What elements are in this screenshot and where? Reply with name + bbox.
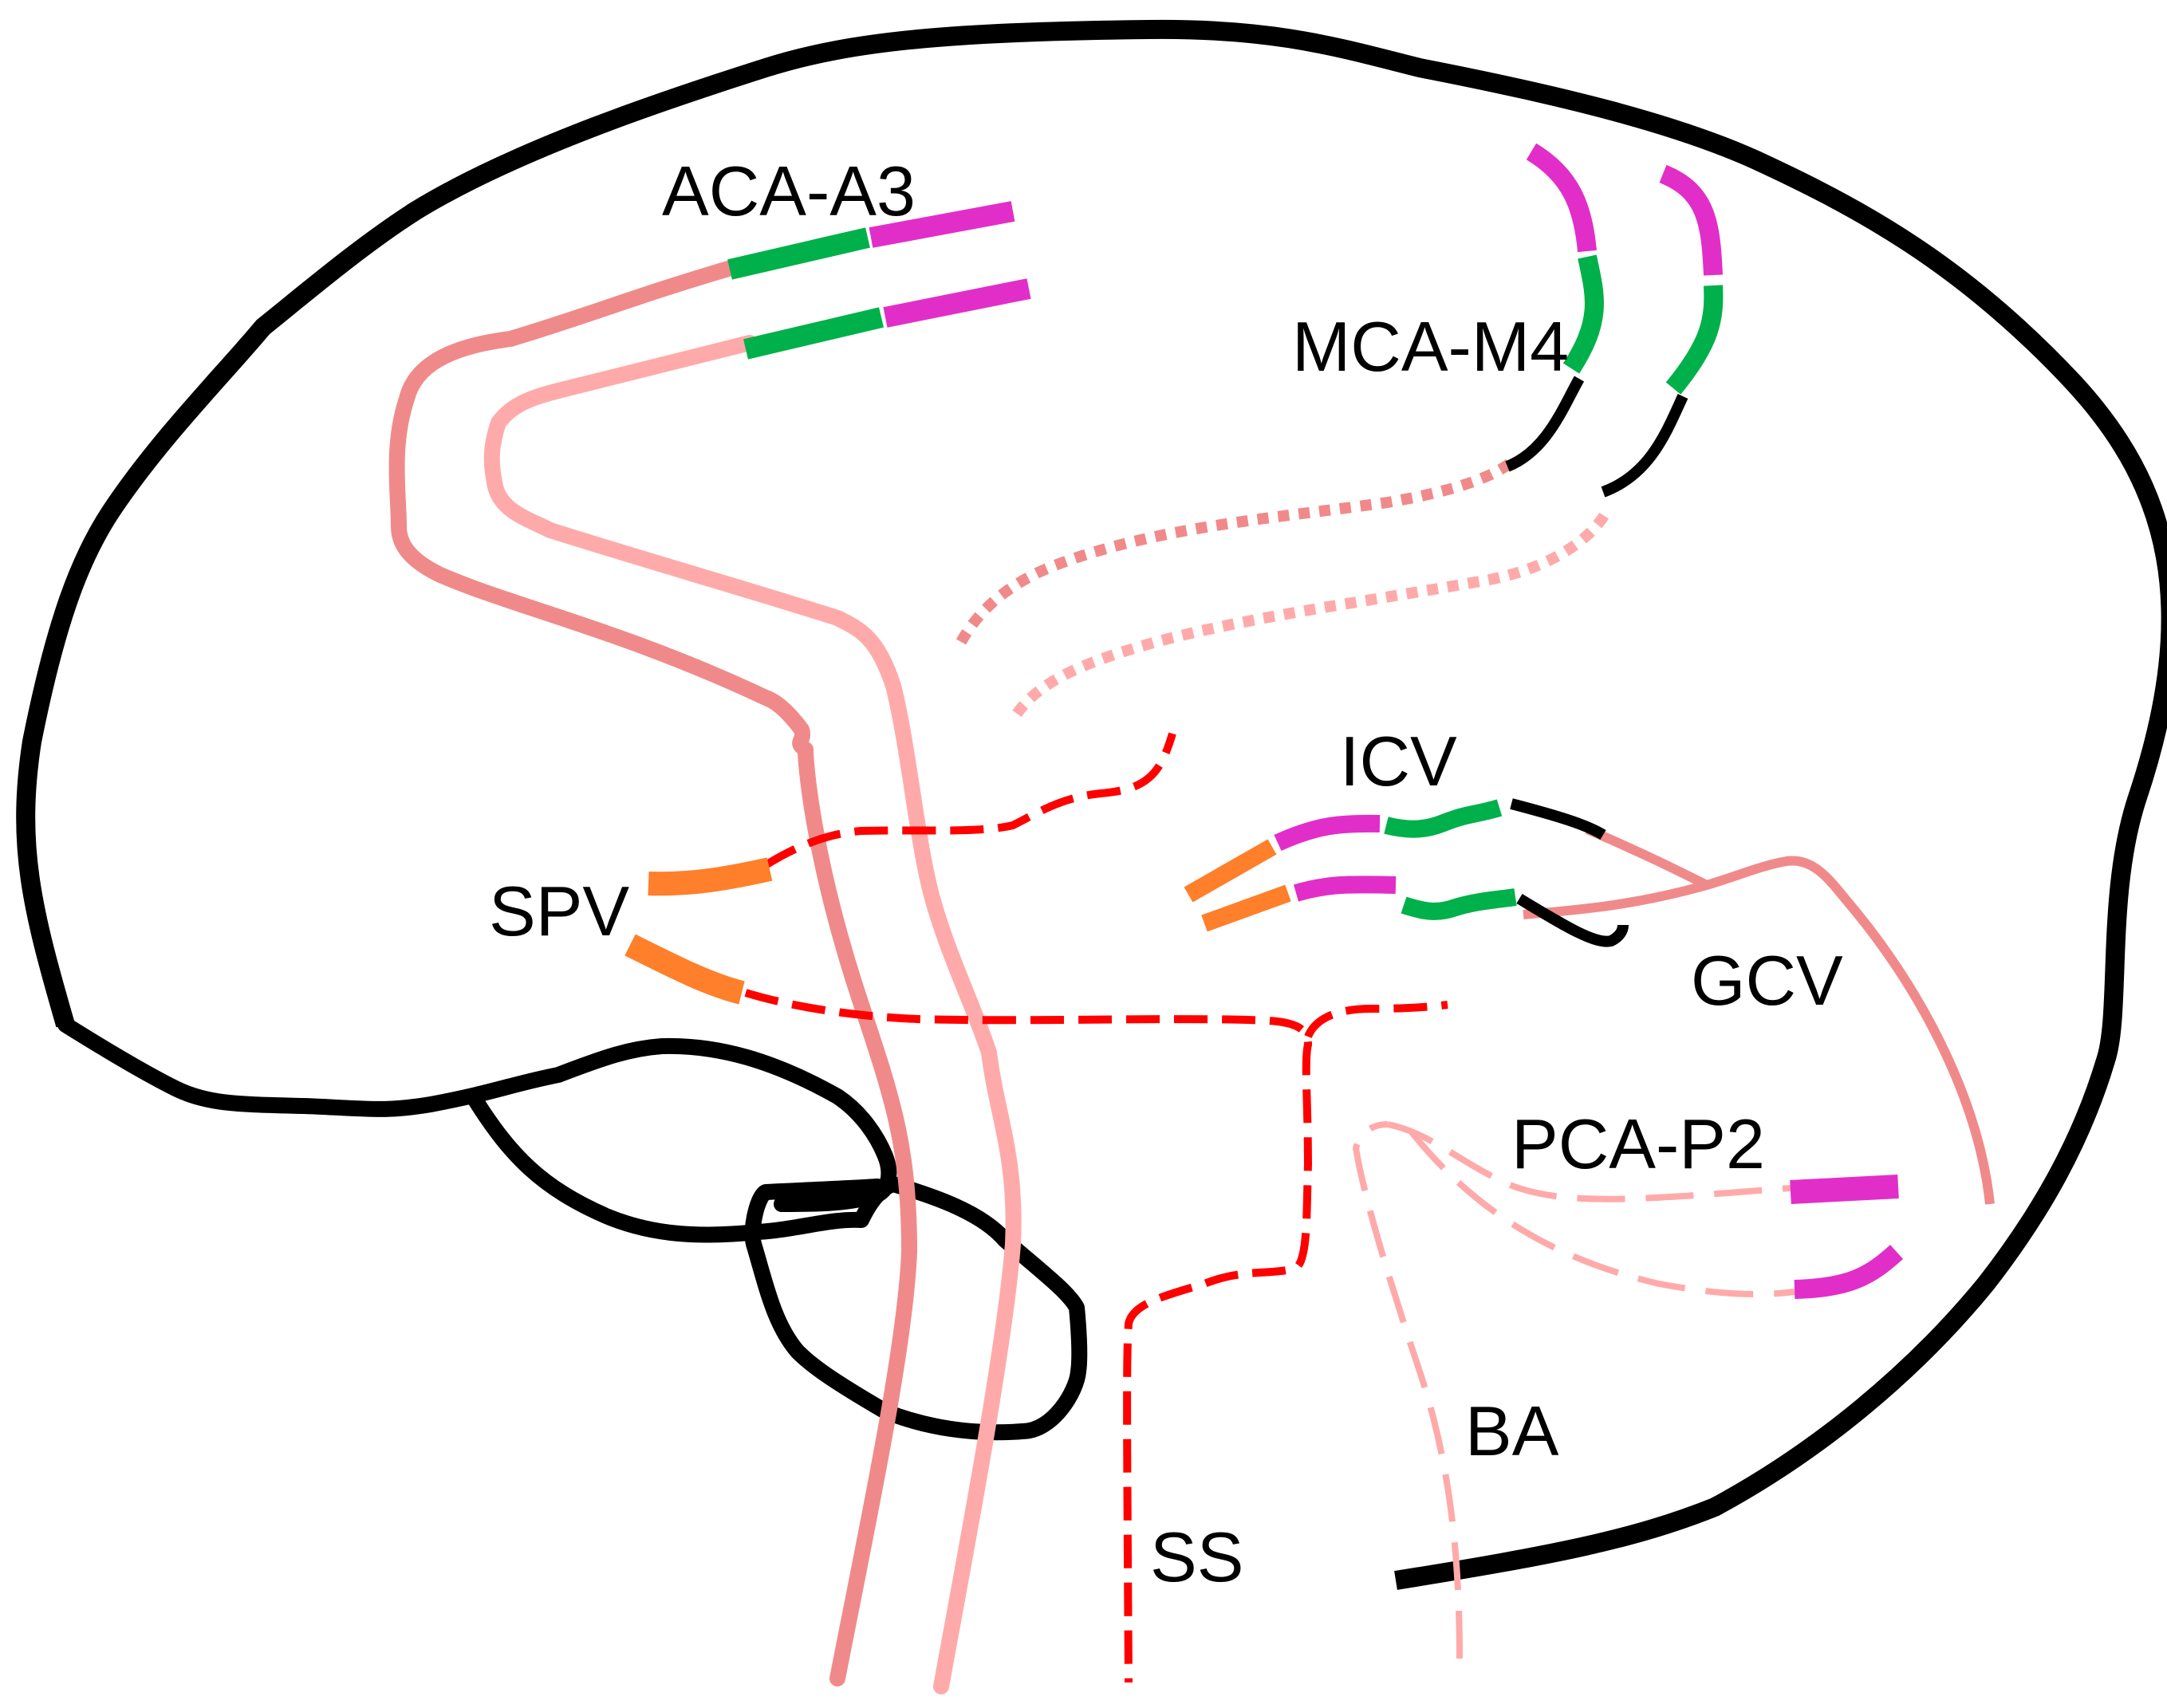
icv-segment-black-2	[1516, 893, 1629, 947]
aca-segment-green-1	[727, 227, 870, 280]
pca-artery-lower	[1409, 1130, 1795, 1297]
label-icv: ICV	[1340, 722, 1457, 801]
skull-base-outline	[57, 1017, 897, 1212]
ba-artery	[1352, 1121, 1463, 1659]
mca-branch-dotted-1	[955, 454, 1519, 645]
icv-segment-green-2	[1401, 888, 1517, 920]
aca-segment-magenta-1	[869, 201, 1015, 248]
icv-segment-green-1	[1384, 799, 1503, 838]
gcv-vein-lower	[1523, 880, 1708, 919]
label-spv: SPV	[489, 872, 629, 950]
mca-segment-magenta-2	[1659, 164, 1723, 276]
temporal-lobe-outline	[467, 1091, 1088, 1441]
pca-segment-magenta-2	[1794, 1245, 1904, 1299]
aca-artery-outer	[388, 259, 917, 1686]
mca-segment-magenta-1	[1526, 143, 1597, 253]
aca-segment-green-2	[743, 307, 884, 360]
spv-vein-upper	[763, 732, 1176, 869]
label-mca-m4: MCA-M4	[1292, 307, 1569, 386]
label-ba: BA	[1465, 1391, 1559, 1470]
gcv-vein	[1585, 824, 1995, 1205]
icv-segment-magenta-1	[1274, 814, 1381, 852]
icv-segment-black-1	[1510, 798, 1606, 840]
mca-segment-black-2	[1601, 394, 1688, 498]
icv-segment-orange-2	[1201, 884, 1291, 932]
spv-segment-orange-2	[624, 934, 745, 1005]
spv-vein-lower	[744, 989, 1313, 1683]
aca-artery-inner	[483, 335, 1022, 1694]
spv-vein-branch	[1304, 1001, 1448, 1039]
mca-segment-black-1	[1505, 376, 1585, 472]
spv-segment-orange-1	[648, 857, 773, 896]
mca-segment-green-2	[1665, 285, 1724, 395]
pca-artery-upper	[1387, 1121, 1791, 1202]
label-ss: SS	[1150, 1517, 1243, 1596]
brain-outline	[16, 19, 2167, 1590]
mca-branch-dotted-2	[1012, 507, 1613, 718]
mca-segment-green-1	[1562, 254, 1604, 374]
label-aca-a3: ACA-A3	[662, 152, 916, 230]
pca-segment-magenta-1	[1790, 1175, 1899, 1204]
icv-segment-orange-1	[1184, 839, 1277, 903]
label-pca-p2: PCA-P2	[1511, 1104, 1765, 1183]
icv-segment-magenta-2	[1293, 876, 1397, 902]
label-gcv: GCV	[1691, 941, 1843, 1020]
aca-segment-magenta-2	[883, 278, 1031, 328]
